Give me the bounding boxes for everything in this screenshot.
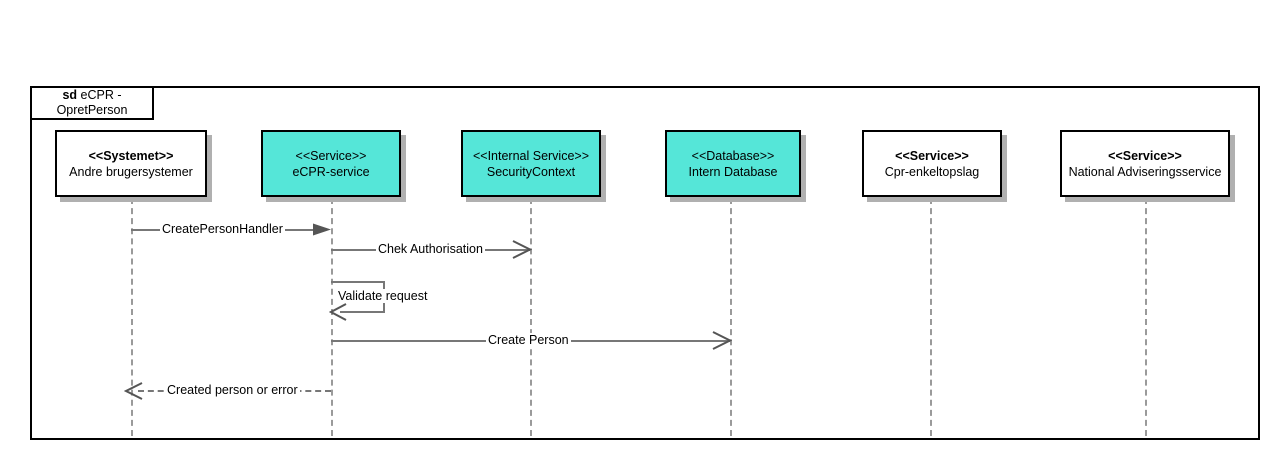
- lifeline-andre-brugersystemer: [131, 198, 133, 436]
- lifeline-national-adviseringsservice: [1145, 198, 1147, 436]
- lifeline-head-national-adviseringsservice[interactable]: <<Service>> National Adviseringsservice: [1060, 130, 1230, 197]
- arrowhead-filled: [313, 223, 331, 236]
- arrowhead-open: [329, 303, 347, 321]
- lifeline-name: eCPR-service: [292, 164, 370, 179]
- stereotype-label: <<Systemet>>: [88, 148, 174, 163]
- stereotype-label: <<Service>>: [895, 148, 969, 163]
- lifeline-name: National Adviseringsservice: [1068, 164, 1222, 179]
- lifeline-ecpr-service: [331, 198, 333, 436]
- message-label-createpersonhandler: CreatePersonHandler: [160, 222, 285, 236]
- sequence-frame: [30, 86, 1260, 440]
- lifeline-head-cpr-enkeltopslag[interactable]: <<Service>> Cpr-enkeltopslag: [862, 130, 1002, 197]
- lifeline-name: SecurityContext: [486, 164, 576, 179]
- lifeline-head-securitycontext[interactable]: <<Internal Service>> SecurityContext: [461, 130, 601, 197]
- stereotype-label: <<Internal Service>>: [472, 148, 590, 163]
- message-label-chek-authorisation: Chek Authorisation: [376, 242, 485, 256]
- stereotype-label: <<Service>>: [295, 148, 367, 163]
- lifeline-name: Andre brugersystemer: [69, 164, 193, 179]
- stereotype-label: <<Database>>: [691, 148, 775, 163]
- lifeline-name: Intern Database: [688, 164, 778, 179]
- lifeline-head-intern-database[interactable]: <<Database>> Intern Database: [665, 130, 801, 197]
- arrowhead-open: [512, 240, 532, 259]
- lifeline-name: Cpr-enkeltopslag: [884, 164, 980, 179]
- frame-label: sd eCPR - OpretPerson: [30, 86, 154, 120]
- message-label-create-person: Create Person: [486, 333, 571, 347]
- lifeline-cpr-enkeltopslag: [930, 198, 932, 436]
- message-label-created-person-or-error: Created person or error: [165, 383, 300, 397]
- lifeline-head-andre-brugersystemer[interactable]: <<Systemet>> Andre brugersystemer: [55, 130, 207, 197]
- self-message-top-segment: [331, 281, 385, 283]
- self-message-bottom-segment: [340, 311, 385, 313]
- lifeline-head-ecpr-service[interactable]: <<Service>> eCPR-service: [261, 130, 401, 197]
- lifeline-securitycontext: [530, 198, 532, 436]
- frame-keyword: sd: [62, 88, 78, 102]
- message-label-validate-request: Validate request: [336, 289, 430, 303]
- stereotype-label: <<Service>>: [1108, 148, 1182, 163]
- lifeline-intern-database: [730, 198, 732, 436]
- arrowhead-open: [124, 382, 143, 400]
- frame-title: eCPR - OpretPerson: [56, 88, 128, 117]
- arrowhead-open: [712, 331, 732, 350]
